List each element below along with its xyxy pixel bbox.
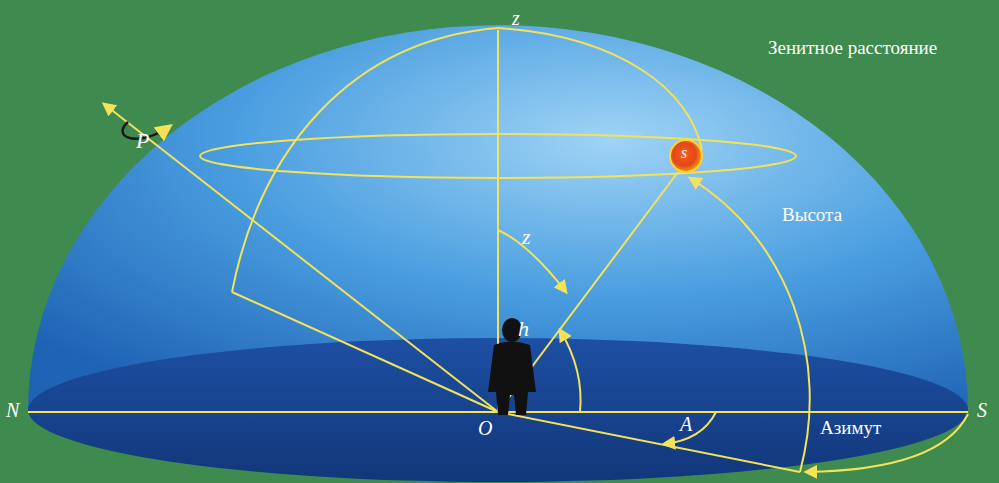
origin-letter: O xyxy=(478,418,492,438)
polar-axis xyxy=(104,104,498,412)
altitude-label: Высота xyxy=(782,205,842,224)
vertical-circle xyxy=(232,28,498,292)
cardinal-letter: S xyxy=(977,400,987,420)
observer-figure xyxy=(488,318,536,415)
azimuth-angle-arc xyxy=(664,412,716,444)
azimuth-arc xyxy=(806,414,968,472)
angle-letter: h xyxy=(518,318,529,340)
pole-letter: P xyxy=(136,130,149,152)
azimuth-label: Азимут xyxy=(820,418,881,437)
star-letter: s xyxy=(681,145,687,161)
angle-letter: z xyxy=(522,226,531,248)
altitude-angle-arc xyxy=(560,330,581,412)
zenith-distance-label: Зенитное расстояние xyxy=(768,38,937,57)
azimuth-line xyxy=(498,412,800,472)
meridian-line xyxy=(232,292,498,412)
star-symbol xyxy=(670,140,702,172)
vertical-circle xyxy=(498,28,702,150)
horizon-plane xyxy=(28,338,968,482)
cardinal-letter: N xyxy=(6,400,19,420)
zenith-angle-arc xyxy=(498,230,566,292)
axis-letter: z xyxy=(512,8,520,28)
angle-letter: A xyxy=(680,414,692,434)
